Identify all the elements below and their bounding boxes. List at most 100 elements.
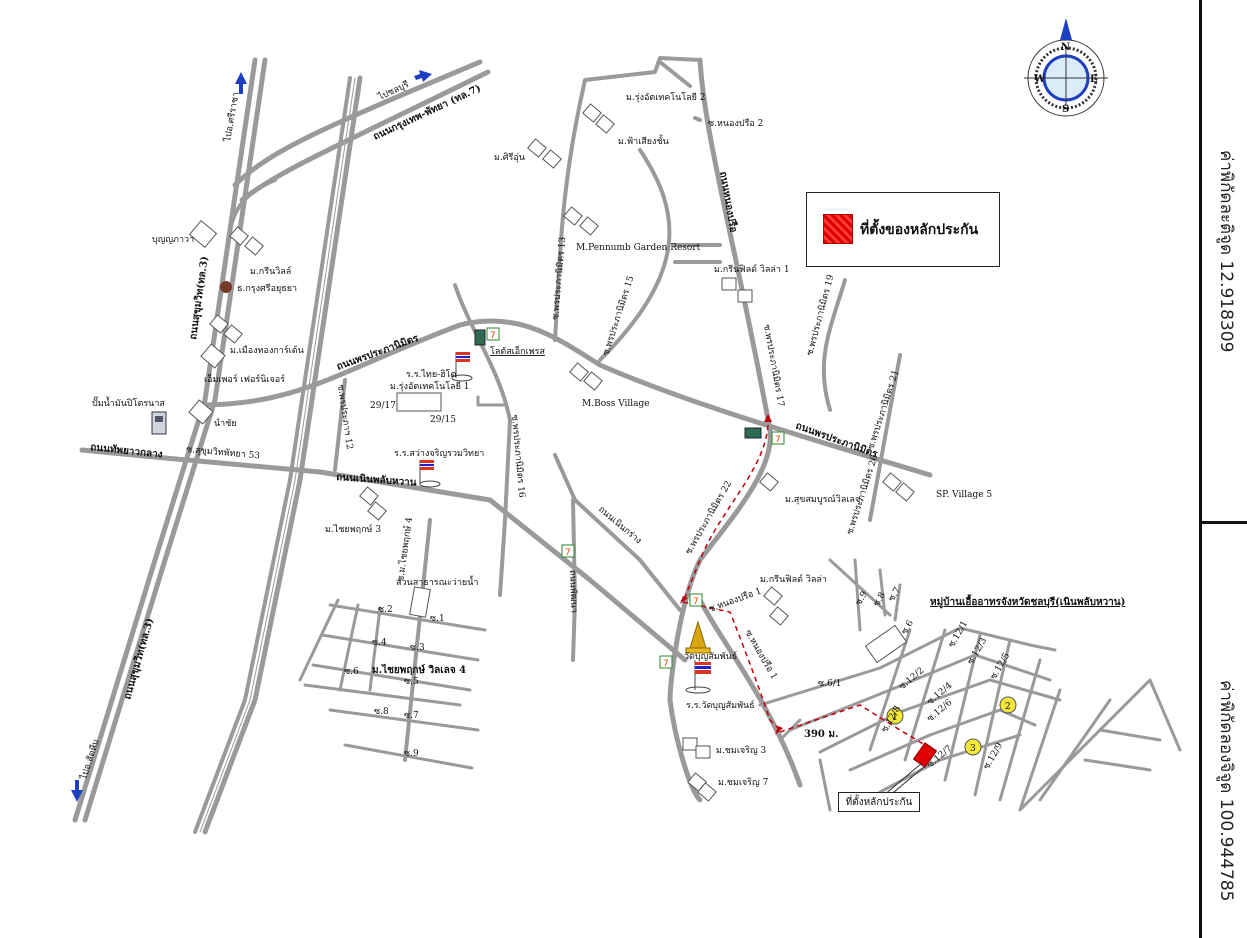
svg-text:7: 7 xyxy=(565,548,571,558)
place-label: SP. Village 5 xyxy=(936,490,992,500)
store-icon xyxy=(474,329,486,346)
place-label: ม.กรีนฟิลด์ วิลล่า xyxy=(760,573,827,585)
soi-label: ซ.หนองปรือ 1 xyxy=(707,586,763,615)
svg-text:7: 7 xyxy=(693,597,699,607)
seven-eleven-icon: 7 xyxy=(689,593,703,607)
soi-label: ซ.9 xyxy=(404,749,419,759)
seven-eleven-icon: 7 xyxy=(659,655,673,669)
soi-label: ถนนพัฒนา xyxy=(567,570,578,613)
marker-3-label: 3 xyxy=(970,744,976,754)
bank-icon xyxy=(220,281,232,293)
place-label: M.Boss Village xyxy=(582,399,650,409)
compass-w: W xyxy=(1033,74,1046,85)
school-flag-icon xyxy=(419,460,441,488)
road-label: ถนนทัพยาวกลาง xyxy=(90,441,164,461)
compass-icon xyxy=(1024,18,1108,117)
soi-label: ซ.5 xyxy=(404,677,419,687)
soi-label: ซ.6 xyxy=(344,667,359,677)
compass-n: N xyxy=(1061,42,1070,53)
coordinate-sidebar: ค่าพิกัดละติจูด 12.918309 ค่าพิกัดลองจิจ… xyxy=(1199,0,1247,938)
place-label: ม.เมืองทองการ์เด้น xyxy=(230,344,304,356)
distance-label: 390 ม. xyxy=(804,729,838,740)
place-label: ม.รุ่งอัตเทคโนโลยี 1 xyxy=(390,381,470,392)
site-callout: ที่ตั้งหลักประกัน xyxy=(838,792,920,812)
sidebar-separator xyxy=(1199,521,1247,524)
soi-label: ซ.พรประภานิมิตร 16 xyxy=(509,414,527,498)
soi-label: ซ.8 xyxy=(374,707,389,717)
seven-eleven-icon: 7 xyxy=(486,327,500,341)
place-label: ม.กรีนวิลล์ xyxy=(250,265,291,277)
arrow-right-icon xyxy=(414,70,432,82)
place-label: ร.ร.ไทย-ฮิโต xyxy=(406,369,456,380)
seven-eleven-icons: 7 7 7 7 7 xyxy=(474,327,785,669)
place-label: ร.ร.วัดบุญสัมพันธ์ xyxy=(686,699,755,711)
longitude-label: ค่าพิกัดลองจิจูด 100.944785 xyxy=(1216,680,1236,902)
place-label: ร.ร.สว่างจริญรวมวิทยา xyxy=(394,448,484,459)
soi-label: ซ.พรประภานิมิตร 15 xyxy=(600,274,636,357)
seven-eleven-icon: 7 xyxy=(561,544,575,558)
soi-label: ซ.12/3 xyxy=(966,636,989,667)
marker-2 xyxy=(999,696,1017,714)
soi-label: ซ.3 xyxy=(410,643,425,653)
place-label: ธ.กรุงศรีอยุธยา xyxy=(237,283,297,294)
place-label: ม.ชมเจริญ 7 xyxy=(718,777,769,788)
svg-text:7: 7 xyxy=(490,331,496,341)
seven-eleven-icon: 7 xyxy=(771,431,785,445)
marker-1-label: 1 xyxy=(892,713,898,723)
soi-label: ซ.4 xyxy=(372,638,387,648)
place-label: ม.กรีนฟิลด์ วิลล่า 1 xyxy=(714,263,790,275)
direction-arrows xyxy=(71,70,432,802)
village-title: หมู่บ้านเอื้ออาทรจังหวัดชลบุรี(เนินพลับห… xyxy=(930,594,1125,609)
svg-text:7: 7 xyxy=(663,659,669,669)
soi-label: ซ.พรประภานิมิตร 19 xyxy=(804,273,836,356)
place-label: ม.ไชยพฤกษ์ วิลเลจ 4 xyxy=(372,663,466,676)
latitude-label: ค่าพิกัดละติจูด 12.918309 xyxy=(1216,150,1236,353)
place-label: สวนสาธารณะว่ายน้ำ xyxy=(396,575,478,588)
place-label: ม.รุ่งอัตเทคโนโลยี 2 xyxy=(626,92,706,103)
soi-label: ซ.หนองปรือ 2 xyxy=(708,118,763,129)
road-label: ไปอ.ศรีราชา xyxy=(222,91,242,143)
place-label: ปั๊มน้ำมันปิโตรนาส xyxy=(92,396,165,409)
legend: ที่ตั้งของหลักประกัน xyxy=(806,192,1000,267)
place-label: ม.ฟ้าเสียงชั้น xyxy=(618,134,669,147)
place-label: ม.ชมเจริญ 3 xyxy=(716,745,767,756)
place-label: วัดบุญสัมพันธ์ xyxy=(684,650,737,662)
road-network xyxy=(72,56,1182,835)
place-label: ม.สุขสมบูรณ์วิลเลจ xyxy=(785,493,860,505)
marker-1 xyxy=(886,707,904,725)
soi-label: ซ.7 xyxy=(404,711,419,721)
route-to-site xyxy=(680,414,926,746)
legend-swatch xyxy=(823,214,853,244)
svg-text:7: 7 xyxy=(775,435,781,445)
road-label: ถนนพรประภานิมิตร xyxy=(335,332,421,373)
houses xyxy=(188,103,915,802)
road-label: ถนนเนินพลับหวาน xyxy=(336,471,417,489)
place-label: ม.ศิรีอุ่น xyxy=(494,152,525,163)
labels: N S W E ถนนสุขุมวิท(ทล.3) ถนนสุขุมวิท(ทล… xyxy=(78,42,1125,788)
road-label: ถนนสุขุมวิท(ทล.3) xyxy=(187,255,211,340)
school-flag-icon xyxy=(685,660,711,694)
soi-label: ซ.8 xyxy=(872,591,888,609)
temple-icon xyxy=(685,620,711,654)
soi-label: ซ.หนองปรือ 1 xyxy=(742,628,779,681)
site-marker xyxy=(883,742,938,798)
place-label: 29/17 xyxy=(370,401,396,411)
soi-label: ซ.6/1 xyxy=(818,679,841,689)
compass-e: E xyxy=(1090,74,1098,85)
yellow-markers xyxy=(886,696,1017,756)
compass-s: S xyxy=(1062,104,1069,115)
road-label: ถนนหนองปรือ xyxy=(717,170,740,233)
soi-label: ซ.6 xyxy=(900,619,916,637)
place-label: โลตัสเอ็กเพรส xyxy=(490,344,545,357)
soi-label: ซ.ม.ไชยพฤกษ์ 4 xyxy=(394,516,415,582)
sidebar-divider xyxy=(1199,0,1202,938)
place-label: บุญญภาวา xyxy=(152,235,194,245)
place-label: 29/15 xyxy=(430,415,456,425)
school-flag-icon xyxy=(451,352,473,382)
soi-label: ซ.12/2 xyxy=(898,666,927,692)
store-icon xyxy=(744,427,762,439)
soi-label: ซ.2 xyxy=(378,605,393,615)
soi-label: ซ.1 xyxy=(430,614,445,624)
place-label: ม.ไชยพฤกษ์ 3 xyxy=(325,523,381,535)
